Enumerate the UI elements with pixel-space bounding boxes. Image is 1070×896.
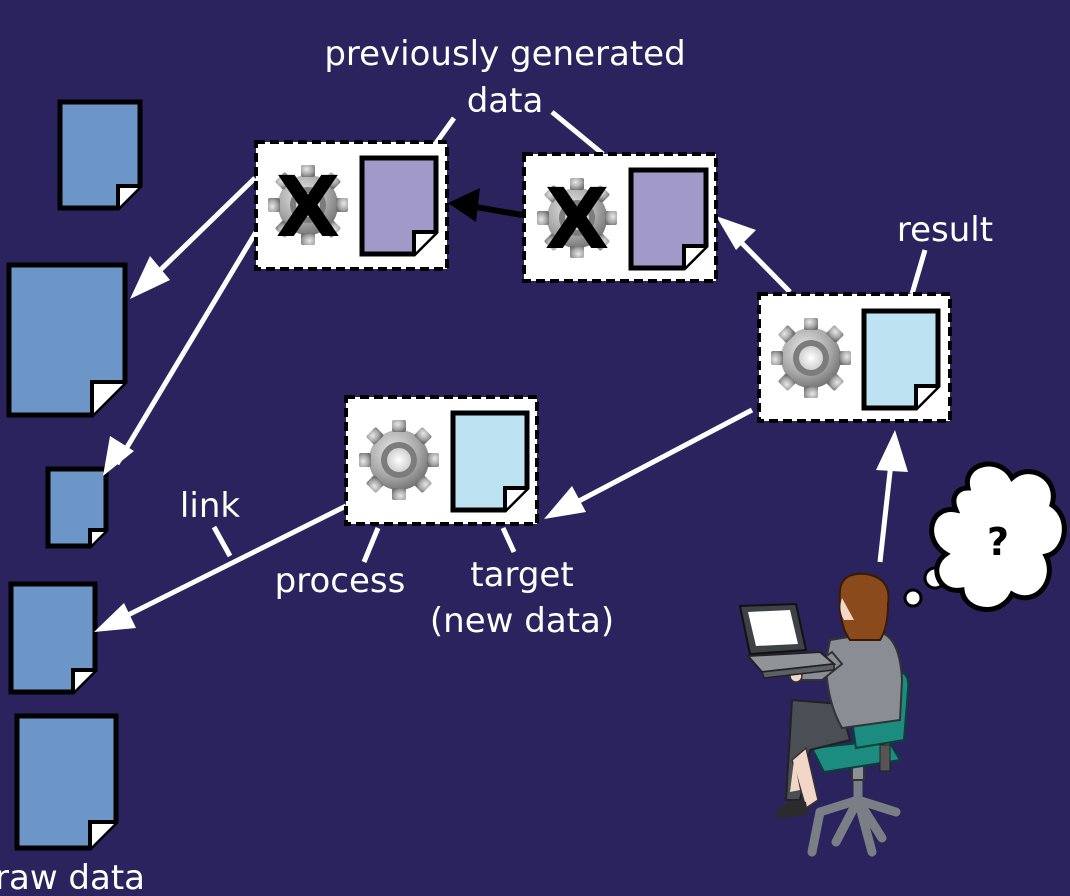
question-mark: ? [987,520,1009,564]
x-mark-icon: X [545,170,610,268]
link-arrow-to-raw-4 [106,503,348,628]
target-label-line2: (new data) [430,601,614,641]
result-label: result [897,210,993,250]
arrow-heads [94,216,908,632]
x-mark-icon: X [276,158,341,256]
raw-document-4 [8,581,98,695]
process-label: process [275,561,406,601]
target-label-line1: target [470,555,573,595]
raw-document-1 [57,99,143,211]
previously-generated-label-line2: data [467,81,544,121]
link-label: link [180,486,240,526]
thought-bubble-icon: ? [903,461,1067,612]
link-arrow-to-raw-3 [114,230,259,466]
raw-document-5 [14,713,119,851]
link-arrow-to-target [556,407,754,515]
previous-process-box-2: X [522,152,718,283]
target-process-box [344,395,539,526]
arrow-head [94,603,136,632]
result-document [861,308,941,411]
stale-document [628,167,709,271]
person-at-laptop-icon [738,572,910,857]
previously-generated-label-line1: previously generated [324,34,685,74]
arrow-head [876,430,908,472]
result-process-box [757,292,952,423]
raw-document-2 [6,262,128,418]
arrow-head [716,216,756,250]
link-arrows [106,176,896,628]
raw-data-label: raw data [0,858,145,891]
invalid-link-arrow [448,188,523,222]
raw-document-3 [45,466,109,549]
gear-icon [359,420,439,500]
target-document [450,410,530,513]
label-leaders [211,110,928,563]
arrow-head [103,436,134,476]
arrow-head [130,256,170,299]
gear-icon [771,318,851,398]
previous-process-box-1: X [254,140,449,271]
stale-document [359,155,439,257]
link-arrow-to-raw-2 [146,176,257,284]
arrow-head [544,486,586,519]
